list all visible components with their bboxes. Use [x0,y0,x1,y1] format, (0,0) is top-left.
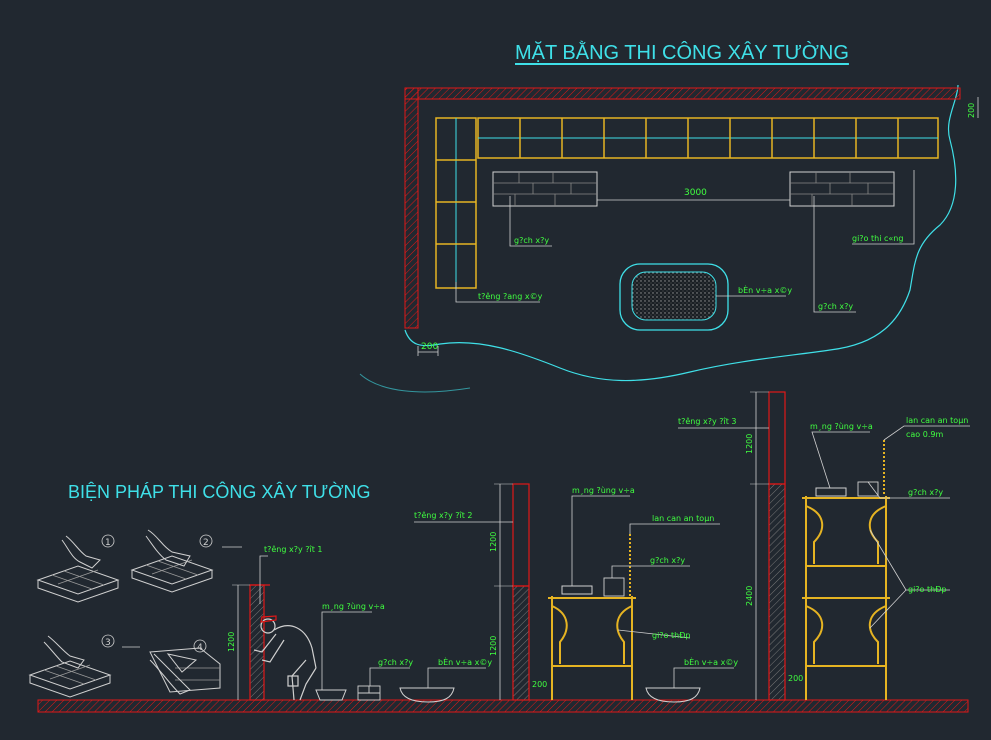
section-view: 1 2 3 4 1200 t?êng x?y ?ît 1 [29,391,970,713]
plan-mortar-tray-outer [619,263,729,331]
step-2-number: 2 [203,538,209,548]
plan-label-wall: t?êng ?ang x©y [478,291,543,301]
bricks-on-scaffold-2 [857,481,879,497]
plan-scaffold-top [477,117,939,159]
step-1-number: 1 [105,538,111,548]
plan-wall-top [404,87,961,100]
plan-dim-3000: 3000 [684,188,707,198]
plan-view: 3000 g?ch x?y gi?o thi c«ng t?êng ?ang x… [359,84,979,393]
mortar-trough-1 [315,689,347,701]
mortar-tub-1 [399,687,455,703]
plan-dim-200-bottom: 200 [421,342,438,352]
dim-1200-stage1: 1200 [227,632,236,652]
mortar-tub-2 [645,687,701,703]
ground-line [37,699,969,713]
plan-label-brick-left: g?ch x?y [514,236,549,245]
brick-stack-1 [357,685,381,701]
label-scaffold-1: gi?o thÐp [652,631,690,640]
plan-scaffold-left [435,117,477,289]
step-3-number: 3 [105,638,111,648]
label-mortar-tub-2: bÈn v÷a x©y [684,656,738,667]
section-title: BIỆN PHÁP THI CÔNG XÂY TƯỜNG [68,482,371,502]
label-wall-stage2: t?êng x?y ?ît 2 [414,510,473,520]
label-railing-2: lan can an toµn [906,416,968,425]
label-wall-stage1: t?êng x?y ?ît 1 [264,544,323,554]
label-height: cao 0.9m [906,430,943,439]
label-brick-1: g?ch x?y [378,658,413,667]
label-trough-3: m¸ng ?ùng v÷a [810,422,873,431]
plan-brick-pile-left [492,171,598,207]
label-trough-1: m¸ng ?ùng v÷a [322,602,385,611]
dim-200-stage3: 200 [788,674,803,683]
label-trough-2: m¸ng ?ùng v÷a [572,486,635,495]
dim-1200-stage2-top: 1200 [489,532,498,552]
worker-figure [253,615,317,701]
trough-on-scaffold-2 [815,487,847,497]
wall-stage-3: 1200 2400 t?êng x?y ?ît 3 200 [678,391,803,701]
plan-dim-200-right: 200 [967,103,976,118]
plan-boundary [404,84,959,382]
dim-200-stage2: 200 [532,680,547,689]
plan-wall-left [404,87,419,329]
scaffold-1 [548,534,636,700]
wall-stage-1: 1200 t?êng x?y ?ît 1 [227,544,323,701]
dim-1200-stage2-bottom: 1200 [489,636,498,656]
wall-stage-2: 1200 1200 t?êng x?y ?ît 2 200 [414,483,547,701]
trough-on-scaffold-1 [561,585,593,595]
step-illustrations: 1 2 3 4 [29,529,242,698]
plan-brick-pile-right [789,171,895,207]
label-wall-stage3: t?êng x?y ?ît 3 [678,416,737,426]
step-4-number: 4 [197,643,203,653]
scaffold-2 [802,440,890,700]
label-brick-2: g?ch x?y [650,556,685,565]
bricks-on-scaffold-1 [603,577,625,597]
plan-label-mortar: bÈn v÷a x©y [738,284,792,295]
label-mortar-tub-1: bÈn v÷a x©y [438,656,492,667]
plan-label-scaffold: gi?o thi c«ng [852,234,903,243]
plan-label-brick-right: g?ch x?y [818,302,853,311]
plan-title: MẶT BẰNG THI CÔNG XÂY TƯỜNG [515,42,849,64]
label-railing-1: lan can an toµn [652,514,714,523]
plan-mortar-tray [631,271,717,321]
label-brick-3: g?ch x?y [908,488,943,497]
label-scaffold-2: gi?o thÐp [908,585,946,594]
dim-1200-stage3: 1200 [745,434,754,454]
dim-2400-stage3: 2400 [745,586,754,606]
